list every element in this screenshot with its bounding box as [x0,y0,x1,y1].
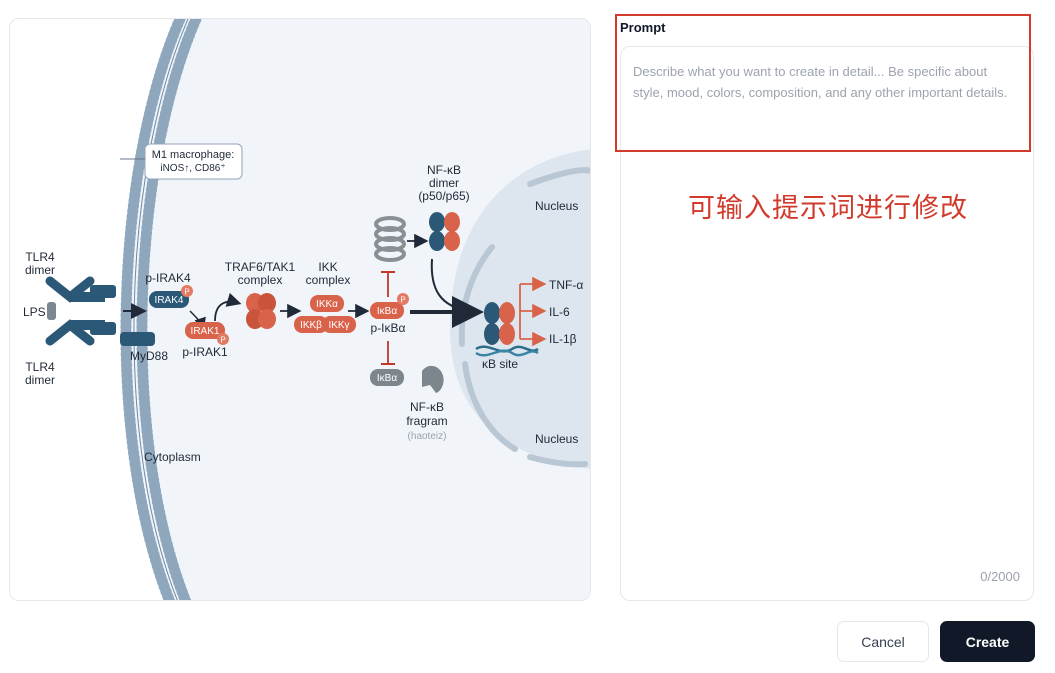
phospho-icon [217,333,229,345]
tlr4-receptor-bottom [45,319,116,346]
phospho-label: P [400,296,405,305]
cancel-button[interactable]: Cancel [837,621,929,662]
tnf-label: TNF-α [549,278,583,292]
m1-macrophage-box [144,143,243,180]
fragment-label-3: (haoteiz) [408,431,447,442]
traf6-label-1: TRAF6/TAK1 [225,260,296,274]
ikkg-label: IKKγ [328,320,349,331]
ikba-label: IκBα [377,306,397,317]
arrow-to-traf6 [214,292,242,322]
tlr4-top-label-1: TLR4 [25,250,55,264]
traf6-label-2: complex [238,273,283,287]
irak4-label: IRAK4 [155,295,184,306]
nfkb-pathway-illustration: M1 macrophage: iNOS↑, CD86⁺ TLR4 dimer L… [10,19,590,600]
p-ikba-label: p-IκBα [371,321,406,335]
m1-line1: M1 macrophage: [152,149,235,161]
prompt-label: Prompt [620,20,666,35]
nfkb-dimer-cytoplasm [429,212,460,251]
annotation-note: 可输入提示词进行修改 [688,193,968,224]
kb-site-label: κB site [482,357,518,371]
myd88-label: MyD88 [130,349,168,363]
fragment-label-1: NF-κB [410,400,444,414]
phospho-icon [397,293,409,305]
ikkb-label: IKKβ [300,320,322,331]
nuclear-envelope-left-lower [462,361,518,452]
myd88-protein [120,332,155,346]
prompt-panel: 0/2000 [620,46,1034,601]
character-count: 0/2000 [980,569,1020,584]
prompt-input[interactable] [621,47,1033,567]
irak4-protein [149,291,189,308]
ikba-grey-label: IκBα [377,373,397,384]
phospho-label: P [184,288,189,297]
degradation-coil-icon [374,216,406,262]
nucleus-label-bottom: Nucleus [535,432,578,446]
ikka-label: IKKα [316,299,338,310]
nfkb-dimer-nucleus [484,302,515,345]
cytoplasm-label: Cytoplasm [144,450,201,464]
ikka-protein [310,295,344,312]
ikba-protein [370,302,404,319]
il1-label: IL-1β [549,332,577,346]
ikkg-protein [322,316,356,333]
tlr4-top-label-2: dimer [25,263,55,277]
cell-membrane-outer [120,19,186,600]
phospho-icon [181,285,193,297]
phospho-label: P [220,336,225,345]
nfkb-label-2: dimer [429,176,459,190]
create-button[interactable]: Create [940,621,1035,662]
traf6-complex [246,293,276,329]
nfkb-label-1: NF-κB [427,163,461,177]
nuclear-envelope-left [458,244,495,347]
p-irak1-label: p-IRAK1 [182,345,228,359]
m1-line2: iNOS↑, CD86⁺ [160,163,225,174]
dna-icon [475,345,539,353]
ikk-label-2: complex [306,273,351,287]
irak1-protein [185,322,225,339]
ikkb-protein [294,316,328,333]
il6-label: IL-6 [549,305,570,319]
nuclear-envelope-bottom [527,454,588,468]
ikba-grey-protein [370,369,404,386]
tlr4-bottom-label-2: dimer [25,373,55,387]
lps-label: LPS [23,305,46,319]
nfkb-fragment-icon [422,365,444,393]
tlr4-bottom-label-1: TLR4 [25,360,55,374]
nuclear-envelope-top [527,167,590,187]
nfkb-label-3: (p50/p65) [418,189,469,203]
fragment-label-2: fragram [406,414,447,428]
ikk-label-1: IKK [318,260,337,274]
irak1-label: IRAK1 [191,326,220,337]
generated-image-preview: M1 macrophage: iNOS↑, CD86⁺ TLR4 dimer L… [9,18,591,601]
nucleus-label-top: Nucleus [535,199,578,213]
lps-icon [47,302,56,320]
tlr4-receptor-top [45,276,116,303]
dna-icon [475,349,539,357]
p-irak4-label: p-IRAK4 [145,271,191,285]
